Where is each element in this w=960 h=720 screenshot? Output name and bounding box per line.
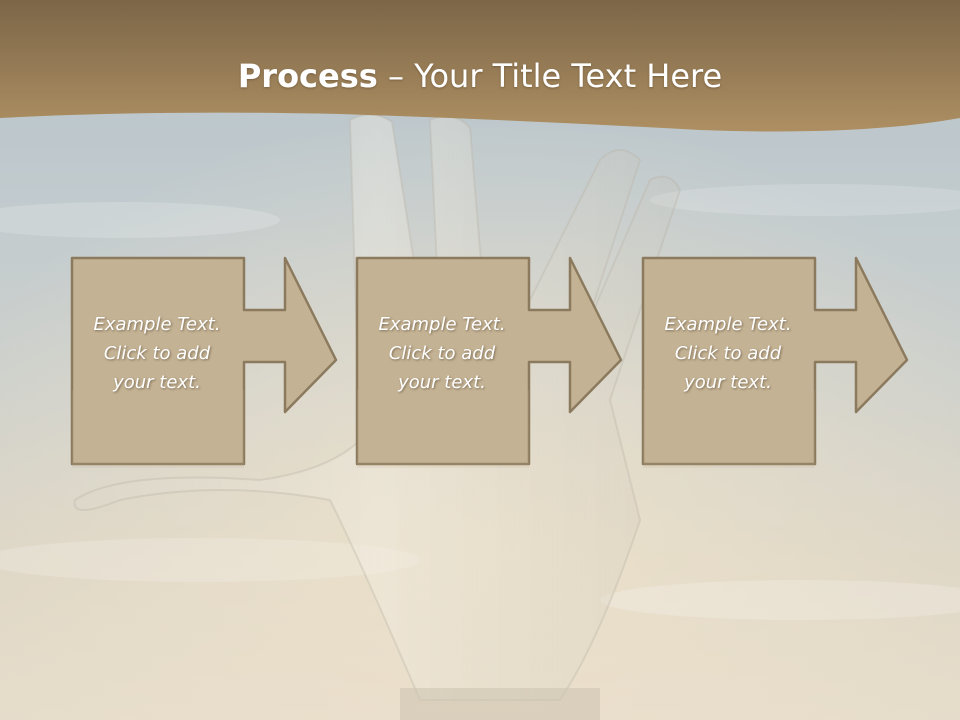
arrow-box-reflection [357,390,529,468]
title-rest: – Your Title Text Here [377,57,723,95]
process-step-2[interactable]: Example Text. Click to add your text. [355,256,625,468]
slide-title[interactable]: Process – Your Title Text Here [0,54,960,98]
header-band [0,0,960,132]
step-text: Example Text. Click to add your text. [378,314,506,393]
arrow-box-reflection [72,390,244,468]
arrow-box-reflection [643,390,815,468]
step-text: Example Text. Click to add your text. [93,314,221,393]
title-bold: Process [237,57,378,95]
arrow-box-shape [355,256,623,466]
arrow-box-shape [641,256,909,466]
arrow-box-shape [70,256,338,466]
process-step-3[interactable]: Example Text. Click to add your text. [641,256,911,468]
process-step-1[interactable]: Example Text. Click to add your text. [70,256,340,468]
step-text: Example Text. Click to add your text. [664,314,792,393]
